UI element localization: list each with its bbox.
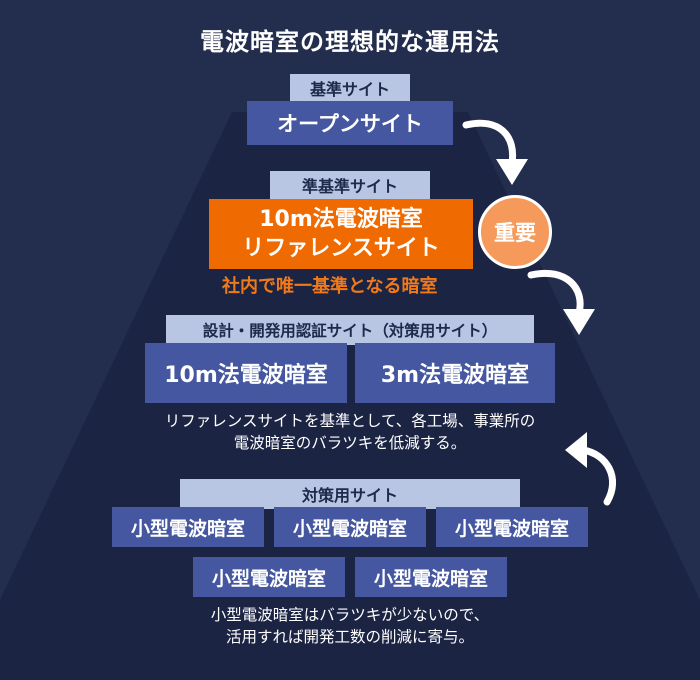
reference-site-line1: 10m法電波暗室 — [259, 207, 423, 232]
curved-arrow-down-icon — [527, 269, 595, 335]
design-note: リファレンスサイトを基準として、各工場、事業所の 電波暗室のバラツキを低減する。 — [100, 410, 600, 454]
curved-arrow-up-icon — [565, 432, 616, 506]
semi-standard-site-tab: 準基準サイト — [270, 171, 430, 199]
small-chamber-box: 小型電波暗室 — [436, 507, 588, 547]
countermeasure-note-line2: 活用すれば開発工数の削減に寄与。 — [225, 628, 474, 646]
small-chamber-box: 小型電波暗室 — [193, 557, 345, 597]
reference-site-box: 10m法電波暗室 リファレンスサイト — [209, 199, 473, 269]
open-site-box: オープンサイト — [247, 101, 453, 145]
reference-caption: 社内で唯一基準となる暗室 — [222, 276, 438, 297]
small-chamber-box: 小型電波暗室 — [274, 507, 426, 547]
countermeasure-note-line1: 小型電波暗室はバラツキが少ないので、 — [210, 606, 490, 624]
design-note-line1: リファレンスサイトを基準として、各工場、事業所の — [164, 412, 536, 430]
small-chamber-box: 小型電波暗室 — [355, 557, 507, 597]
small-chamber-box: 小型電波暗室 — [112, 507, 264, 547]
curved-arrow-down-icon — [462, 119, 528, 185]
design-site-tab: 設計・開発用認証サイト（対策用サイト） — [166, 315, 534, 345]
design-note-line2: 電波暗室のバラツキを低減する。 — [233, 434, 467, 452]
page-title: 電波暗室の理想的な運用法 — [200, 28, 500, 56]
countermeasure-site-tab: 対策用サイト — [180, 479, 520, 509]
standard-site-tab: 基準サイト — [290, 74, 410, 102]
design-box-10m: 10m法電波暗室 — [145, 343, 347, 403]
design-box-3m: 3m法電波暗室 — [355, 343, 555, 403]
countermeasure-note: 小型電波暗室はバラツキが少ないので、 活用すれば開発工数の削減に寄与。 — [100, 604, 600, 648]
important-badge: 重要 — [478, 195, 552, 269]
reference-site-line2: リファレンスサイト — [242, 236, 440, 261]
